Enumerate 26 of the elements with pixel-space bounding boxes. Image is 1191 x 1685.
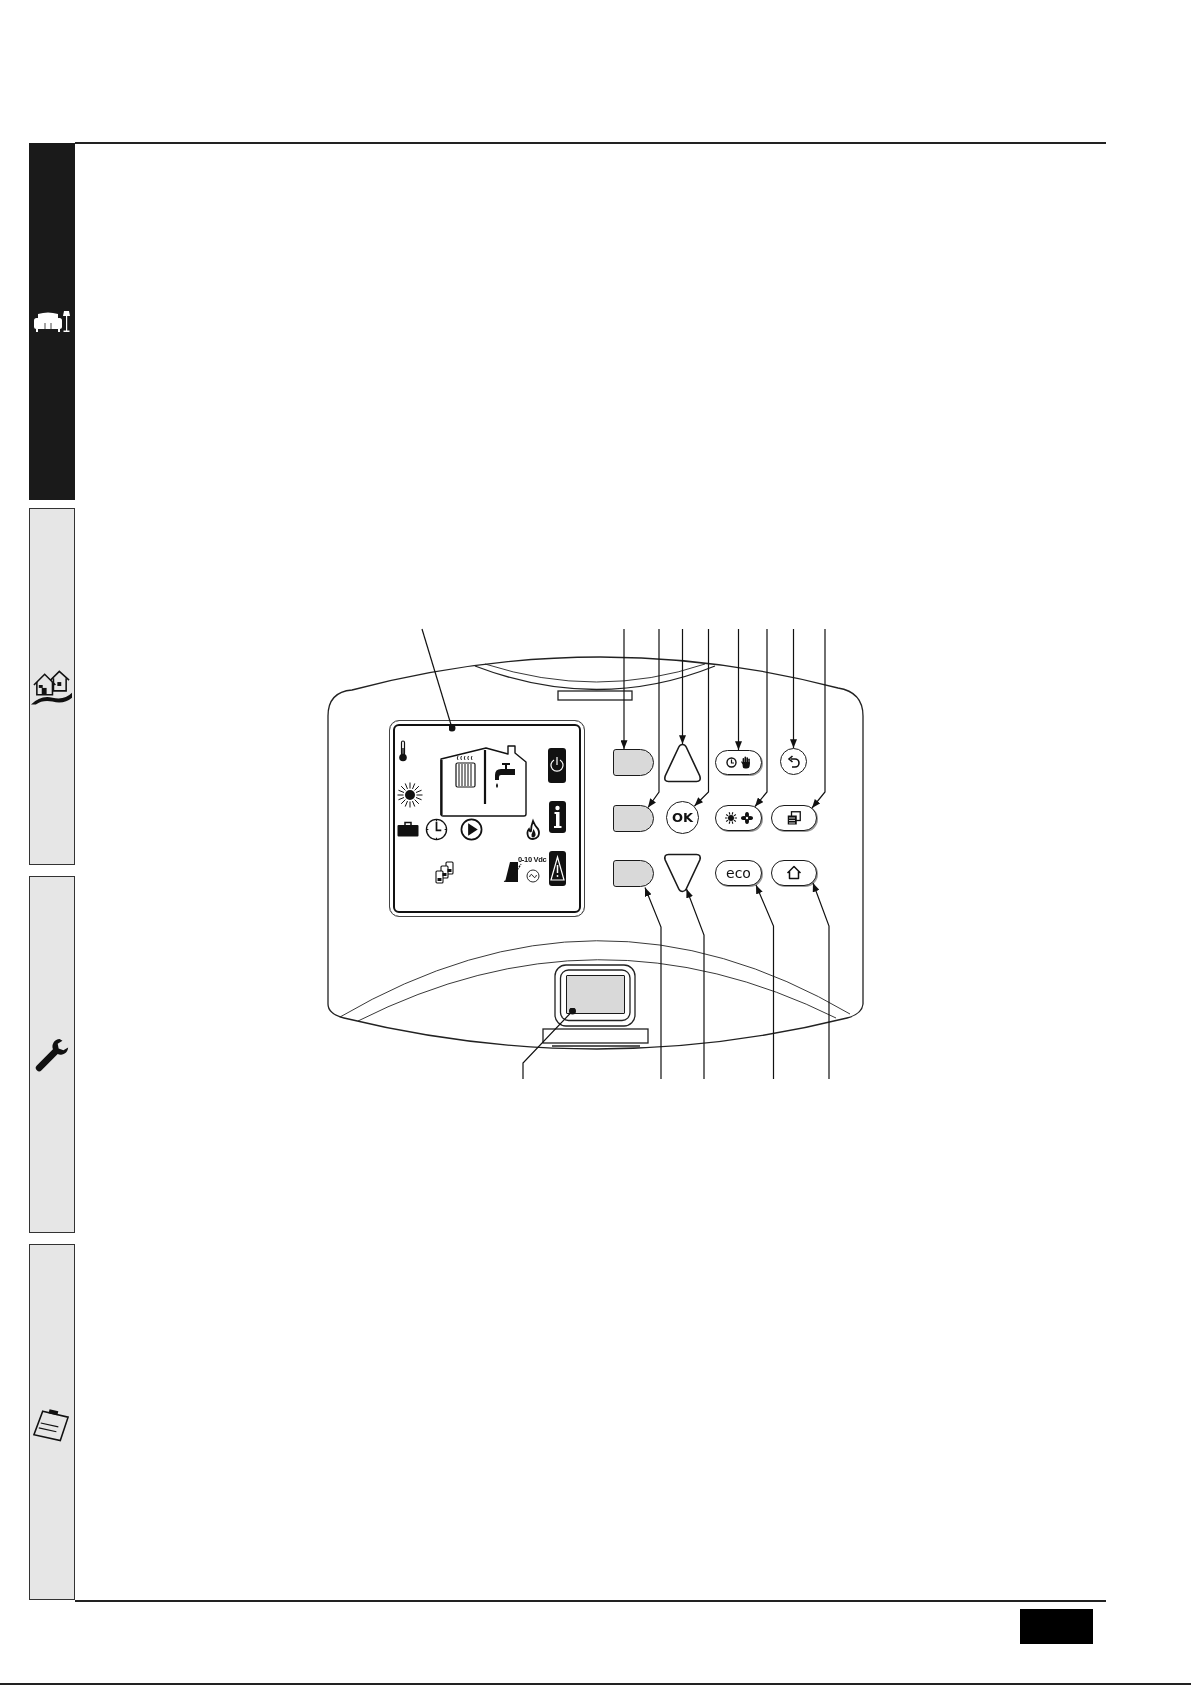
leader-line (421, 628, 456, 732)
leader-line (647, 628, 660, 809)
pages-button (771, 805, 817, 831)
leader-line (790, 628, 797, 749)
leader-line (693, 628, 710, 807)
up-button (663, 743, 702, 783)
leader-line (644, 886, 662, 1080)
leader-line (522, 1007, 576, 1080)
eco-button: eco (715, 860, 762, 886)
leader-line (755, 884, 775, 1080)
leader-line (811, 628, 826, 809)
clock-hand-button (715, 750, 762, 775)
leader-line (685, 888, 705, 1080)
soft-key (613, 749, 654, 776)
small-window (566, 975, 625, 1014)
leader-line (620, 628, 628, 750)
leader-line (754, 628, 768, 808)
down-button (663, 853, 702, 893)
soft-key (613, 860, 654, 887)
leader-line (735, 628, 742, 751)
sun-fan-button (715, 805, 762, 831)
soft-key (613, 805, 654, 832)
home-button (771, 860, 817, 886)
leader-line (679, 628, 686, 745)
leader-line (812, 882, 830, 1080)
lcd-display (389, 720, 585, 917)
